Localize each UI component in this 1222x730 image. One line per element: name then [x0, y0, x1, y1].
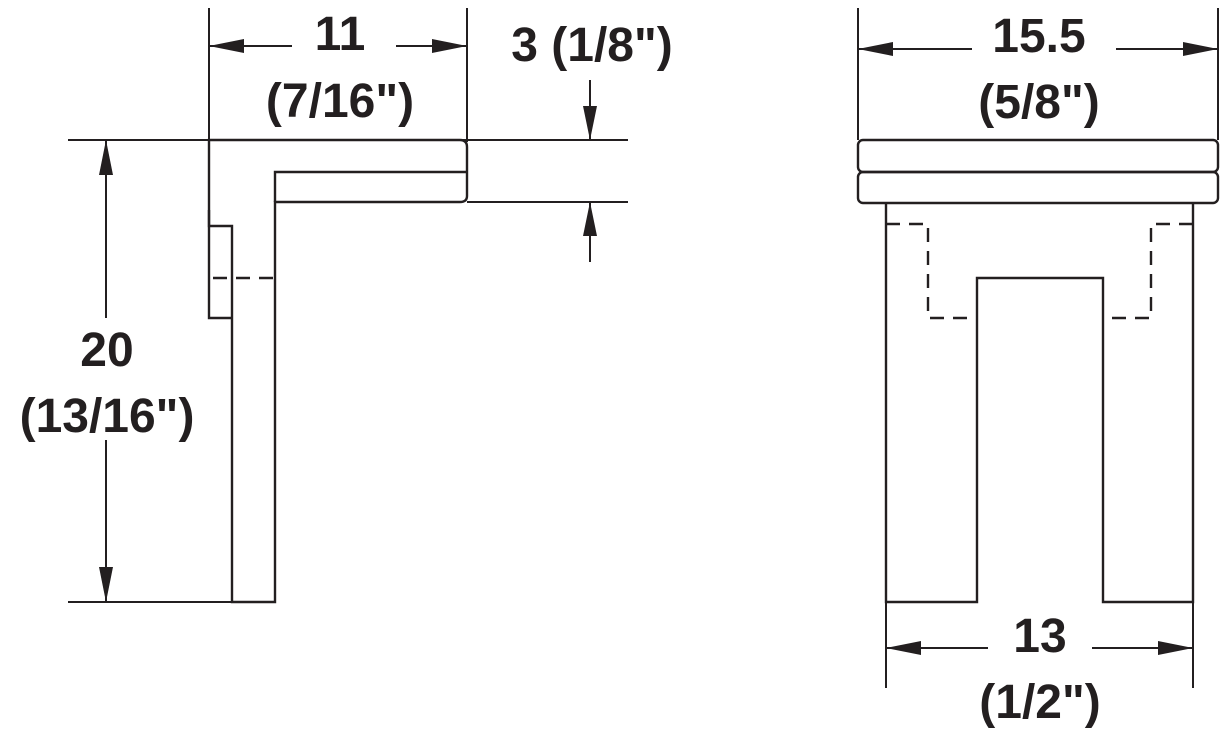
arrow-down [99, 567, 113, 602]
dimension-height: 20 (13/16") [20, 140, 195, 602]
arrow-left [858, 42, 893, 56]
height-imperial: (13/16") [20, 390, 195, 443]
front-top-plate [856, 138, 1220, 174]
front-width-value: 15.5 [992, 10, 1085, 63]
side-notch [207, 210, 232, 320]
arrow-left [209, 39, 244, 53]
front-view [856, 8, 1220, 688]
side-outer-outline [207, 138, 469, 604]
side-view [68, 8, 628, 604]
front-width-imperial: (5/8") [978, 76, 1099, 129]
front-body-outline [884, 203, 1195, 604]
arrow-right [1158, 641, 1193, 655]
dimension-front-width: 15.5 (5/8") [858, 10, 1218, 129]
arrow-left [886, 641, 921, 655]
base-width-imperial: (1/2") [979, 676, 1100, 729]
side-inner-step [273, 170, 467, 202]
side-width-value: 11 [315, 8, 366, 61]
arrow-down [583, 106, 597, 140]
dimension-thickness: 3 (1/8") [511, 19, 673, 262]
dimension-base-width: 13 (1/2") [886, 610, 1193, 729]
arrow-up [583, 202, 597, 236]
front-hidden-left [886, 222, 977, 320]
dimension-side-width: 11 (7/16") [209, 8, 467, 128]
arrow-right [1183, 42, 1218, 56]
arrow-up [99, 140, 113, 175]
thickness-label: 3 (1/8") [511, 19, 672, 72]
arrow-right [432, 39, 467, 53]
front-hidden-right [1103, 222, 1193, 320]
front-second-plate [856, 170, 1220, 205]
height-value: 20 [80, 324, 133, 377]
side-width-imperial: (7/16") [266, 75, 414, 128]
base-width-value: 13 [1013, 610, 1066, 663]
